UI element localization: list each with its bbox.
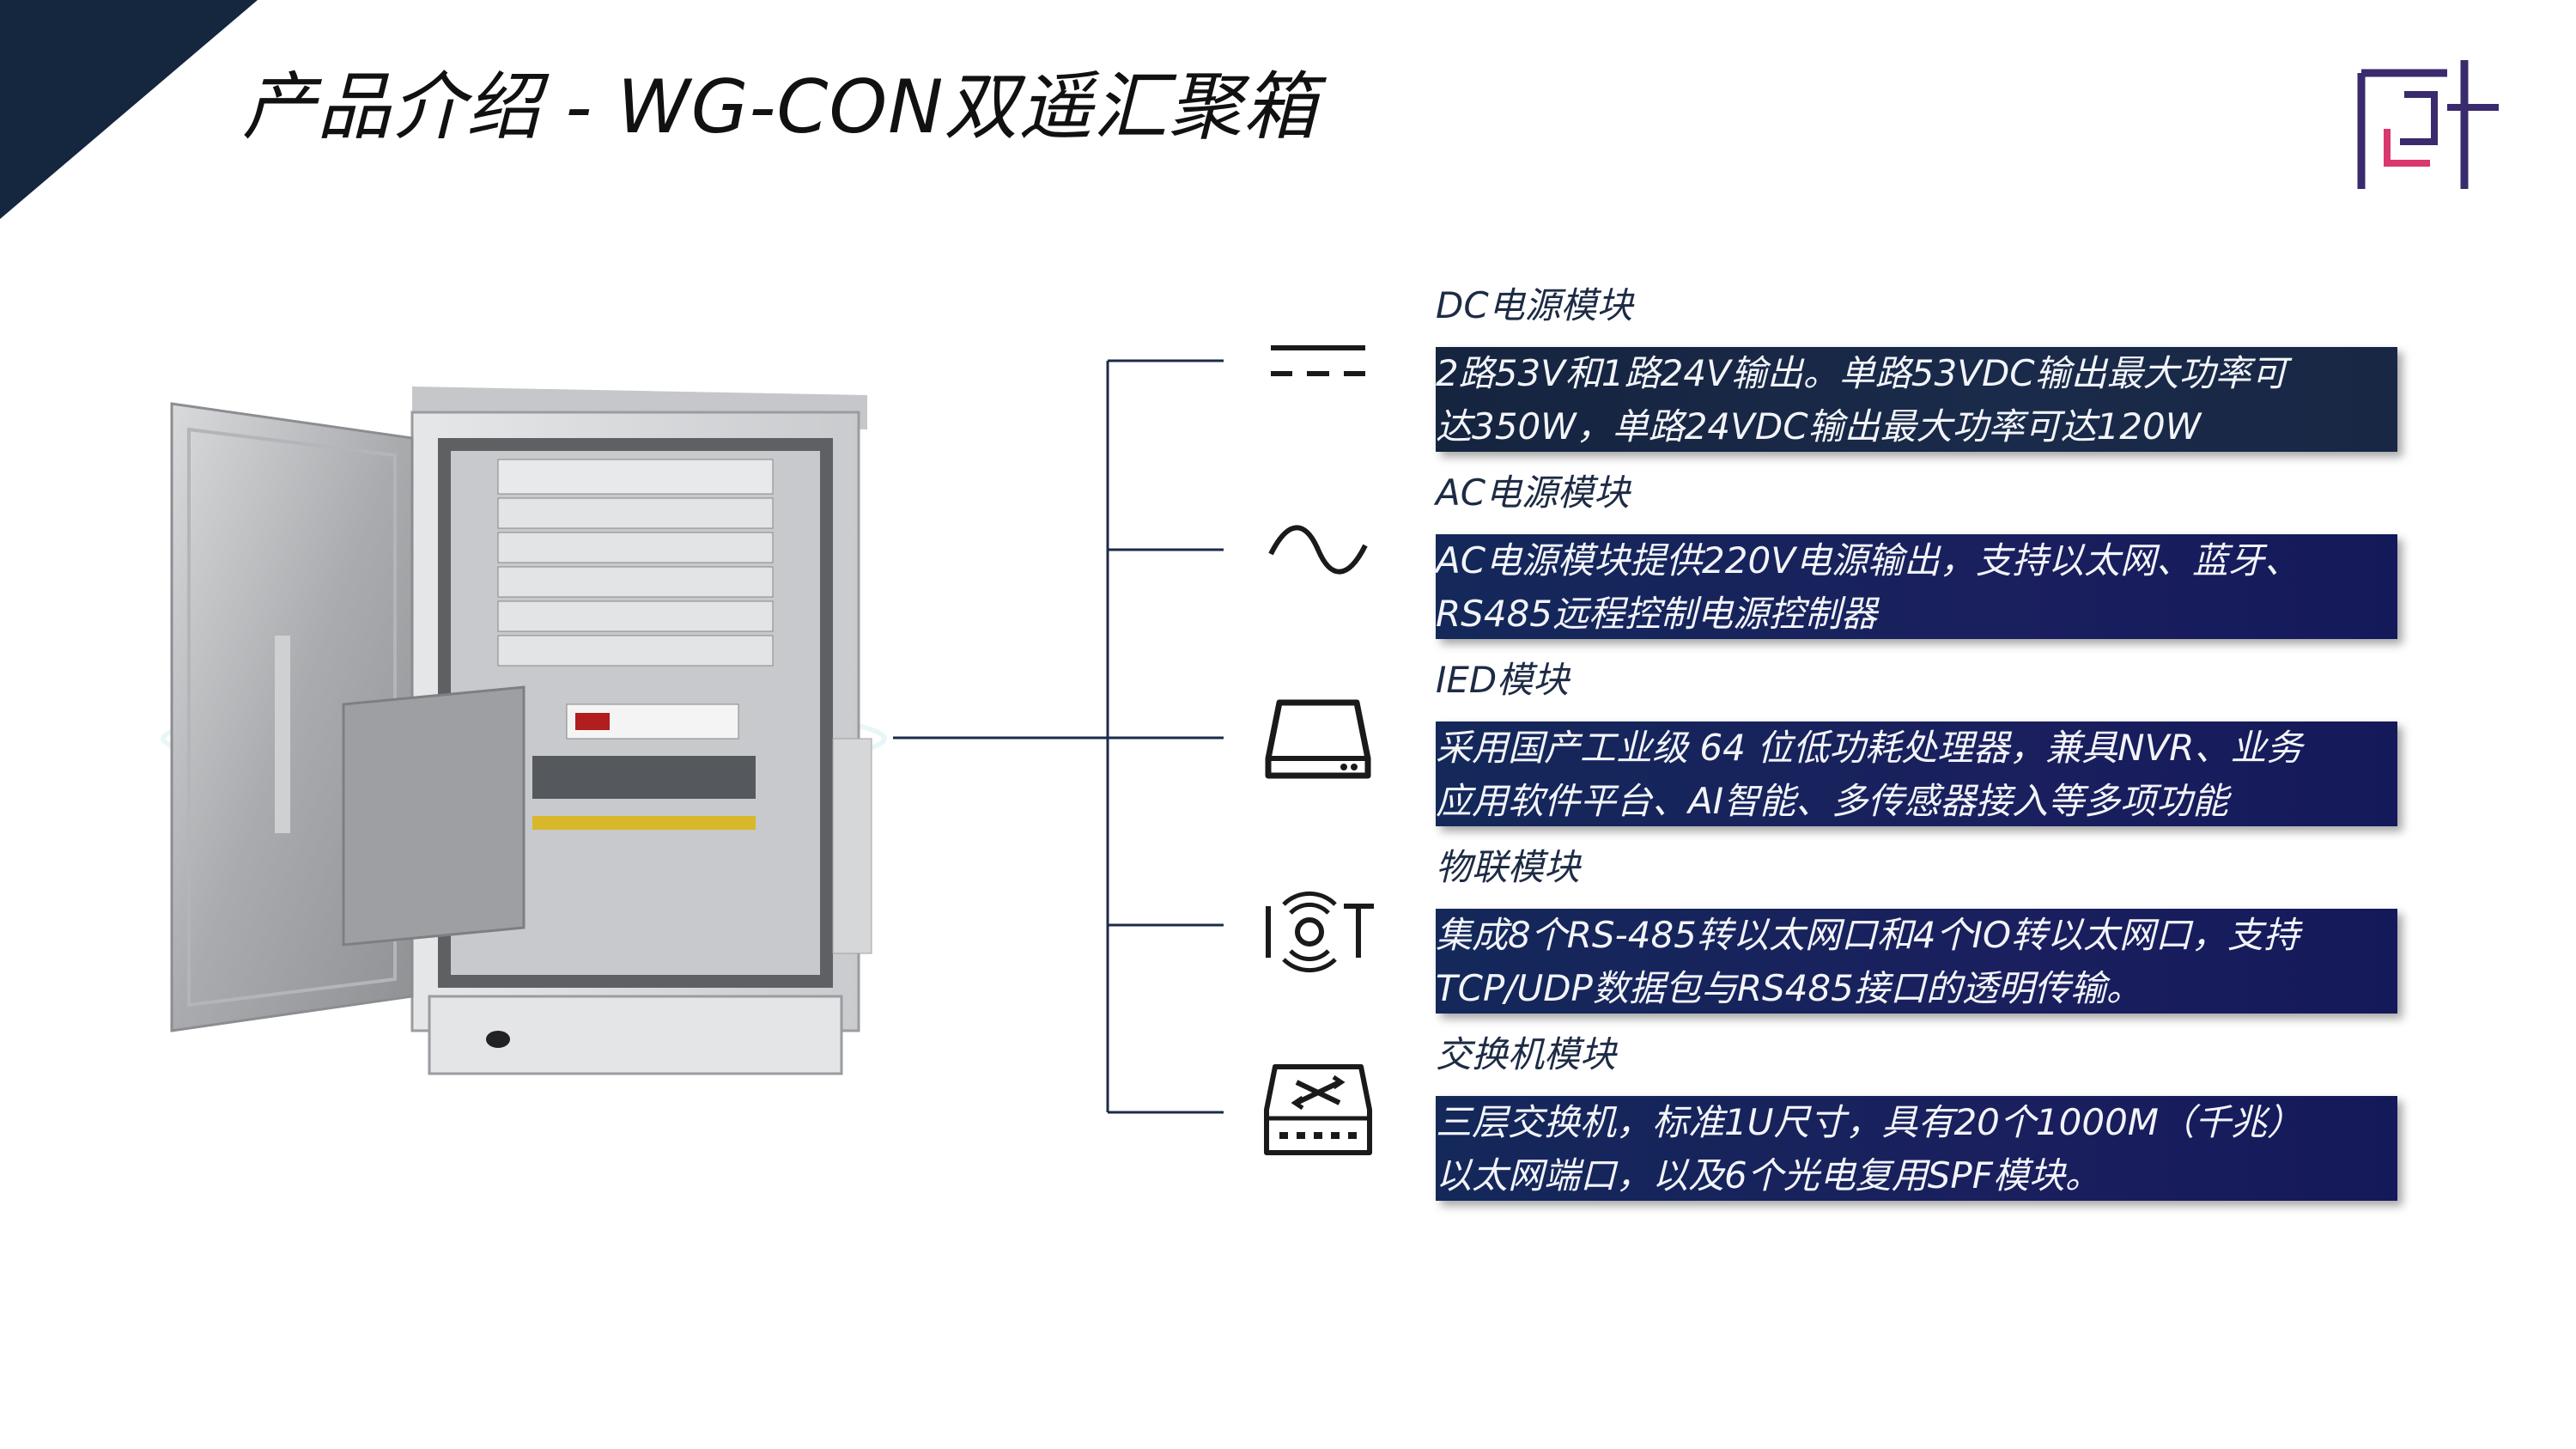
ied-device-icon <box>1265 699 1371 779</box>
corner-decoration <box>0 0 258 219</box>
module-title-ied: IED模块 <box>1436 659 1570 701</box>
module-desc-line: 集成8个RS-485转以太网口和4个IO转以太网口，支持 <box>1436 914 2300 956</box>
iot-icon <box>1266 891 1374 973</box>
module-title-iot: 物联模块 <box>1436 846 1581 888</box>
module-title-ac: AC电源模块 <box>1436 472 1631 514</box>
module-title-switch: 交换机模块 <box>1436 1033 1617 1075</box>
module-desc-line: 采用国产工业级 64 位低功耗处理器，兼具NVR、业务 <box>1436 727 2303 769</box>
module-desc-ac: AC电源模块提供220V电源输出，支持以太网、蓝牙、 RS485远程控制电源控制… <box>1436 534 2397 639</box>
module-title-dc: DC电源模块 <box>1436 284 1633 326</box>
dc-power-icon <box>1271 345 1365 376</box>
page-title: 产品介绍 - WG-CON双遥汇聚箱 <box>242 64 1318 150</box>
module-desc-line: 2路53V和1路24V输出。单路53VDC输出最大功率可 <box>1436 352 2287 394</box>
company-logo <box>2357 60 2499 189</box>
cabinet-illustration <box>161 387 887 1075</box>
module-desc-line: AC电源模块提供220V电源输出，支持以太网、蓝牙、 <box>1436 539 2300 581</box>
module-desc-line: RS485远程控制电源控制器 <box>1436 593 1878 635</box>
module-desc-ied: 采用国产工业级 64 位低功耗处理器，兼具NVR、业务 应用软件平台、AI智能、… <box>1436 721 2397 826</box>
module-desc-line: 三层交换机，标准1U尺寸，具有20个1000M（千兆） <box>1436 1101 2304 1143</box>
module-desc-line: TCP/UDP数据包与RS485接口的透明传输。 <box>1436 967 2142 1009</box>
module-desc-line: 以太网端口，以及6个光电复用SPF模块。 <box>1436 1154 2101 1196</box>
ac-wave-icon <box>1268 525 1368 575</box>
module-desc-line: 应用软件平台、AI智能、多传感器接入等多项功能 <box>1436 780 2229 822</box>
module-desc-iot: 集成8个RS-485转以太网口和4个IO转以太网口，支持 TCP/UDP数据包与… <box>1436 909 2397 1014</box>
network-switch-icon <box>1264 1064 1372 1155</box>
module-desc-switch: 三层交换机，标准1U尺寸，具有20个1000M（千兆） 以太网端口，以及6个光电… <box>1436 1096 2397 1201</box>
module-desc-dc: 2路53V和1路24V输出。单路53VDC输出最大功率可 达350W，单路24V… <box>1436 347 2397 452</box>
module-desc-line: 达350W，单路24VDC输出最大功率可达120W <box>1436 405 2202 447</box>
